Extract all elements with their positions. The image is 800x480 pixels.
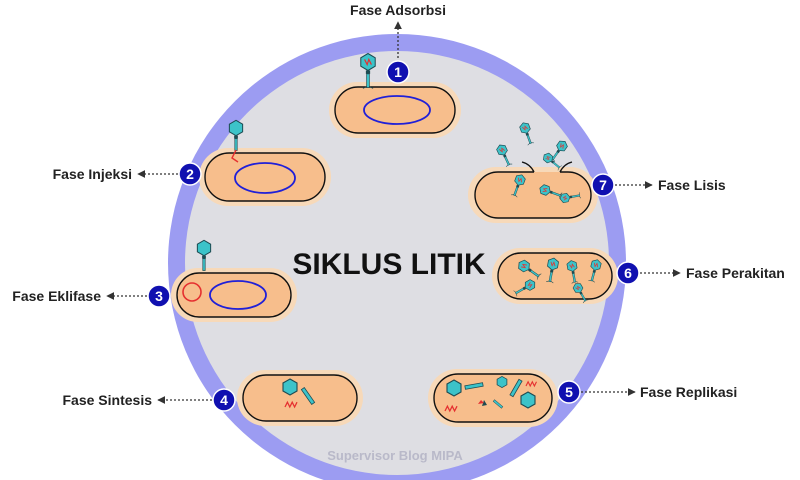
- stage-4-cell: [237, 370, 363, 426]
- stage-3-cell: [171, 239, 297, 322]
- stage-2-badge: 2: [178, 162, 202, 186]
- stage-7-label: Fase Lisis: [658, 177, 726, 193]
- stage-1-label: Fase Adsorbsi: [350, 2, 446, 18]
- stage-7-badge: 7: [591, 173, 615, 197]
- svg-text:6: 6: [624, 265, 632, 281]
- svg-text:4: 4: [220, 392, 228, 408]
- stage-4-badge: 4: [212, 388, 236, 412]
- svg-text:2: 2: [186, 166, 194, 182]
- stage-5-badge: 5: [557, 380, 581, 404]
- stage-6-cell: [492, 248, 618, 304]
- diagram-title: SIKLUS LITIK: [292, 248, 486, 281]
- svg-text:7: 7: [599, 177, 607, 193]
- stage-1-cell: [329, 52, 461, 138]
- stage-7-cell: [468, 120, 598, 223]
- svg-text:3: 3: [155, 288, 163, 304]
- stage-2-label: Fase Injeksi: [53, 166, 132, 182]
- stage-6-label: Fase Perakitan: [686, 265, 785, 281]
- stage-3-label: Fase Eklifase: [12, 288, 101, 304]
- stage-3-badge: 3: [147, 284, 171, 308]
- watermark: Supervisor Blog MIPA: [327, 448, 463, 463]
- svg-text:1: 1: [394, 64, 402, 80]
- stage-2-cell: [199, 119, 331, 206]
- stage-6-badge: 6: [616, 261, 640, 285]
- stage-5-label: Fase Replikasi: [640, 384, 737, 400]
- stage-1-badge: 1: [386, 60, 410, 84]
- stage-4-label: Fase Sintesis: [63, 392, 153, 408]
- stage-5-cell: [428, 369, 558, 427]
- svg-text:5: 5: [565, 384, 573, 400]
